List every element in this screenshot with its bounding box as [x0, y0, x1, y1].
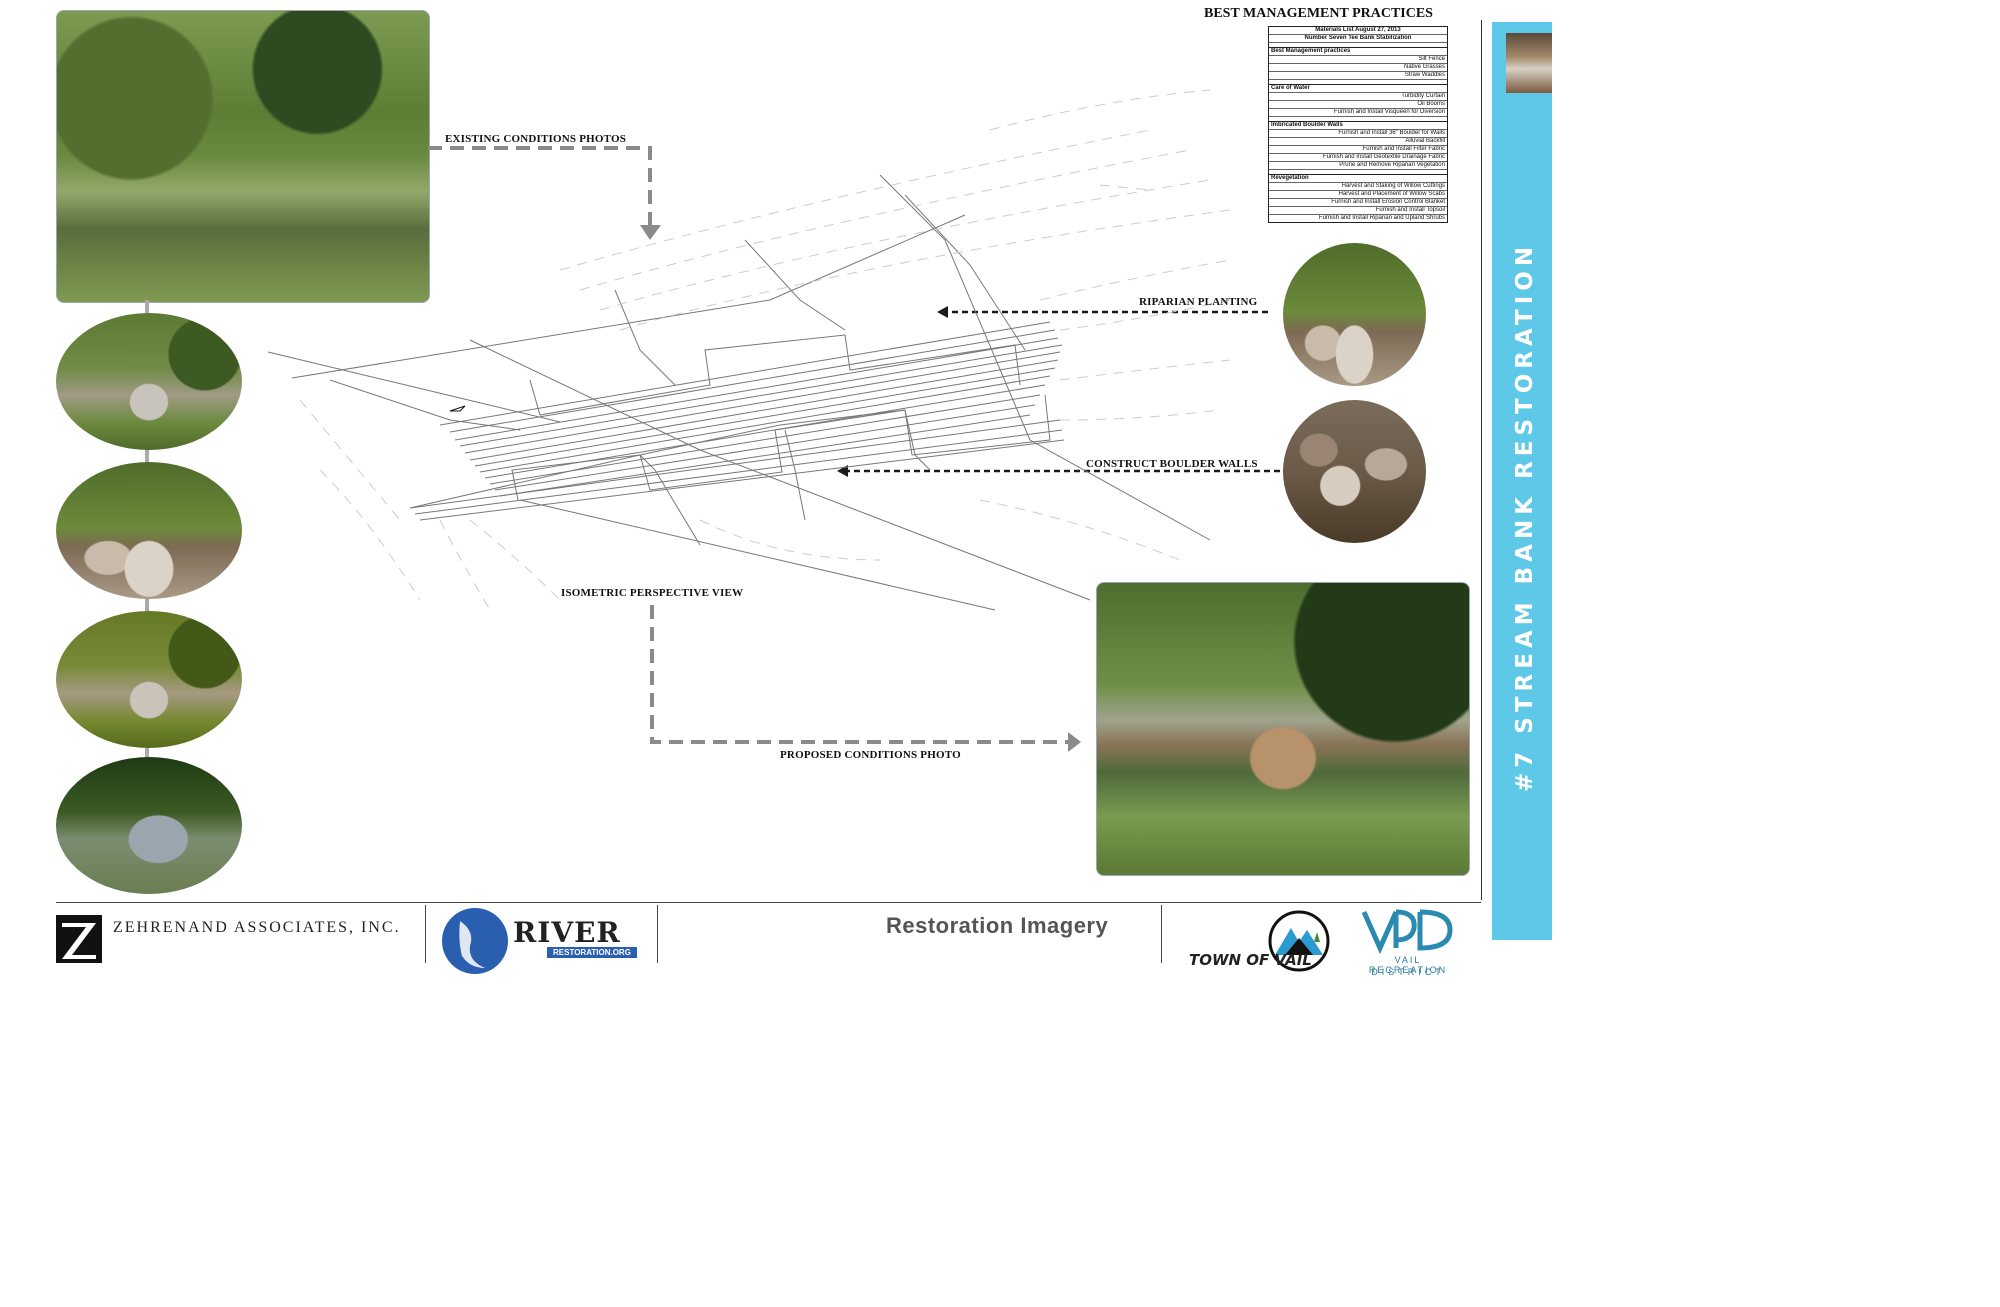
footer-divider-2 — [657, 905, 658, 963]
existing-arrowhead — [640, 225, 661, 240]
bmp-item: Furnish and Install Geotextile Drainage … — [1269, 153, 1447, 161]
banner-frame-line — [1481, 20, 1482, 900]
bmp-item: Furnish and Install Topsoil — [1269, 206, 1447, 214]
existing-photo-oval-1 — [56, 313, 242, 450]
footer-rule — [56, 902, 1481, 903]
existing-arrow — [428, 146, 652, 225]
bmp-item: Straw Waddles — [1269, 71, 1447, 79]
bmp-item: Furnish and Install Visqueen for Diversi… — [1269, 108, 1447, 116]
river-url: RESTORATION.ORG — [547, 947, 637, 958]
isometric-view-label: ISOMETRIC PERSPECTIVE VIEW — [561, 587, 744, 599]
bmp-section: Imbricated Boulder Walls — [1269, 121, 1447, 129]
proposed-arrow — [650, 605, 1068, 744]
bmp-item: Furnish and Install Erosion Control Blan… — [1269, 198, 1447, 206]
boulder-walls-photo — [1283, 400, 1426, 543]
bmp-item: Turbidity Curtain — [1269, 92, 1447, 100]
riparian-planting-photo — [1283, 243, 1426, 386]
existing-photo-oval-2 — [56, 462, 242, 599]
river-restoration-logo-icon — [442, 908, 508, 974]
bmp-spacer — [1269, 169, 1447, 174]
bmp-section: Revegetation — [1269, 174, 1447, 182]
vrd-line-2: DISTRICT — [1371, 967, 1445, 977]
bmp-item: Harvest and Staking of Willow Cuttings — [1269, 182, 1447, 190]
bmp-spacer — [1269, 42, 1447, 47]
existing-photo-oval-4 — [56, 757, 242, 894]
bmp-item: Harvest and Placement of Willow Scabs — [1269, 190, 1447, 198]
bmp-item: Prune and Remove Riparian Vegetation — [1269, 161, 1447, 169]
river-text: RIVER — [513, 916, 621, 949]
title-banner — [1492, 22, 1552, 940]
bmp-item: Furnish and Install 36" Boulder for Wall… — [1269, 129, 1447, 137]
bmp-section: Care of Water — [1269, 84, 1447, 92]
north-arrow-icon — [449, 405, 466, 412]
banner-title: #7 STREAM BANK RESTORATION — [1512, 241, 1538, 792]
sheet-title: Restoration Imagery — [886, 913, 1109, 938]
bmp-item: Alluvial Backfill — [1269, 137, 1447, 145]
vrd-line-1: VAIL RECREATION — [1368, 955, 1448, 975]
zehren-name: ZEHRENAND ASSOCIATES, INC. — [113, 919, 401, 936]
riparian-arrowhead — [937, 306, 948, 318]
vrd-logo-icon — [1361, 909, 1453, 954]
boulder-arrowhead — [837, 465, 848, 477]
bmp-item: Oil Booms — [1269, 100, 1447, 108]
existing-photo-oval-3 — [56, 611, 242, 748]
zehren-logo-icon — [56, 915, 102, 963]
proposed-conditions-photo — [1096, 582, 1470, 876]
bmp-title: BEST MANAGEMENT PRACTICES — [1204, 6, 1433, 21]
bmp-item: Native Grasses — [1269, 63, 1447, 71]
bmp-spacer — [1269, 116, 1447, 121]
existing-conditions-photo — [56, 10, 430, 303]
boulder-walls-label: CONSTRUCT BOULDER WALLS — [1086, 458, 1258, 470]
proposed-arrowhead — [1068, 732, 1081, 752]
bmp-item: Silt Fence — [1269, 55, 1447, 63]
proposed-conditions-label: PROPOSED CONDITIONS PHOTO — [780, 749, 961, 761]
town-of-vail-text: TOWN OF VAIL — [1189, 951, 1312, 969]
diagram-lines — [267, 89, 1280, 752]
bmp-spacer — [1269, 79, 1447, 84]
footer-divider-3 — [1161, 905, 1162, 963]
bmp-head-date: Materials List August 27, 2013 — [1315, 27, 1401, 33]
bmp-head-project: Number Seven Tee Bank Stabilization — [1269, 34, 1447, 42]
contour-lines — [299, 89, 1231, 611]
existing-conditions-label: EXISTING CONDITIONS PHOTOS — [445, 133, 627, 145]
bmp-section: Best Management practices — [1269, 47, 1447, 55]
bmp-item: Furnish and Install Filter Fabric — [1269, 145, 1447, 153]
isometric-view — [267, 174, 1211, 611]
bmp-table: Materials List August 27, 2013 Number Se… — [1268, 26, 1448, 223]
banner-thumbnail — [1506, 33, 1552, 93]
bmp-item: Furnish and Install Riparian and Upland … — [1269, 214, 1447, 222]
town-of-vail-logo-icon — [1268, 910, 1330, 972]
riparian-planting-label: RIPARIAN PLANTING — [1139, 296, 1258, 308]
footer-divider-1 — [425, 905, 426, 963]
